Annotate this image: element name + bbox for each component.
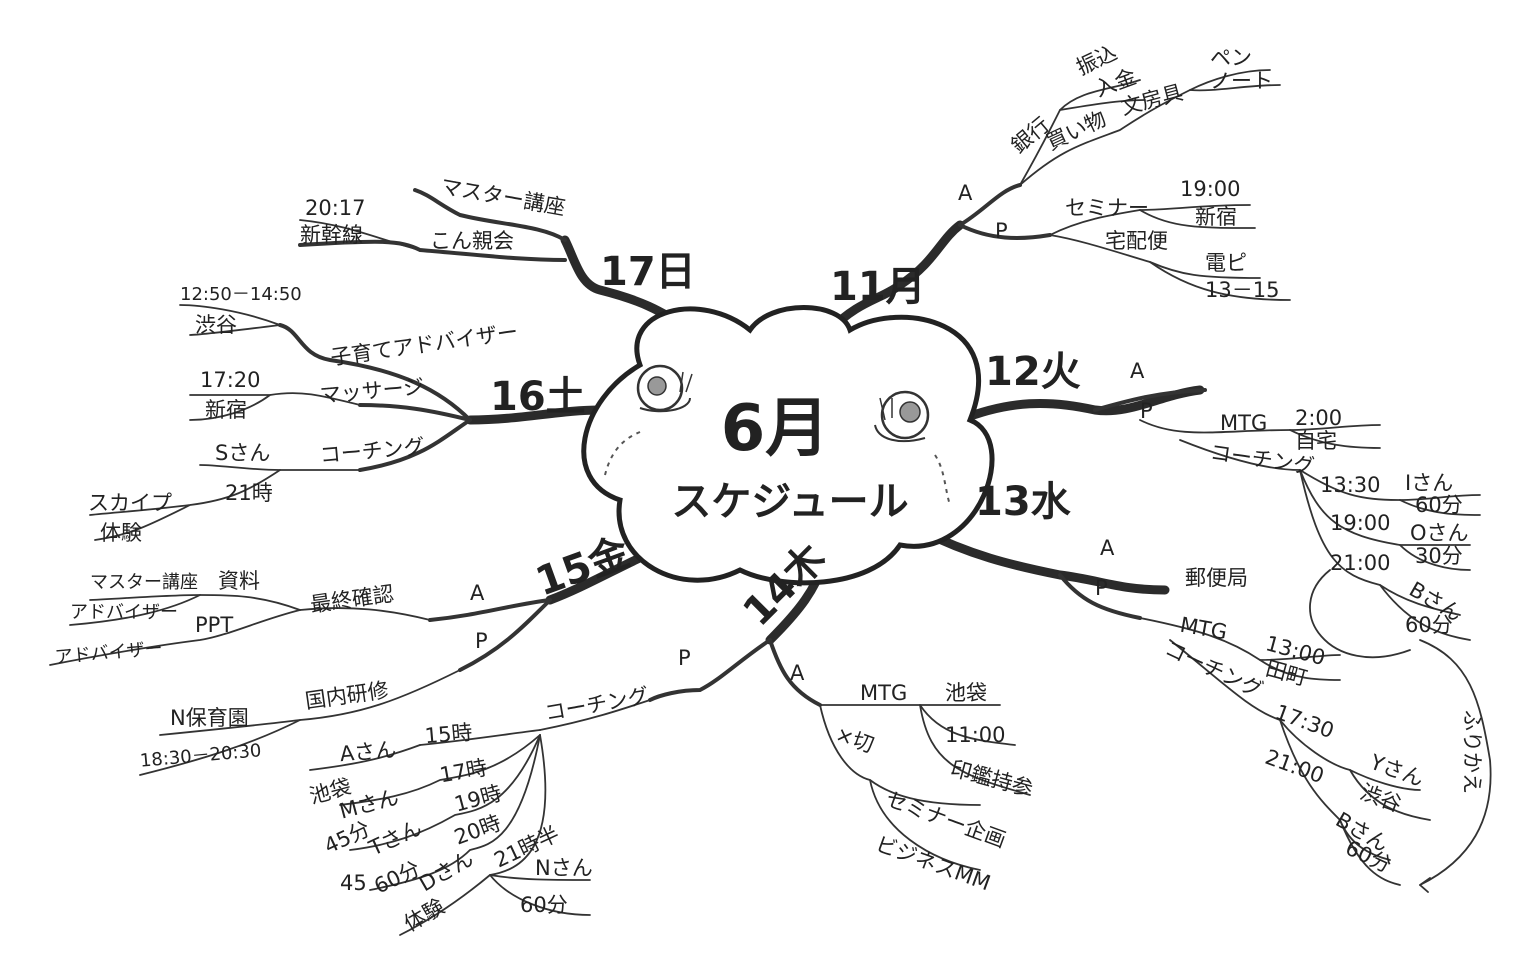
p1-14: Aさん [339,737,397,766]
branch-13 [915,525,1170,595]
day-15-branch: A P 最終確認 資料 マスター講座 アドバイザー PPT アドバイザー 国内研… [49,569,552,776]
t1-13: 17:30 [1272,700,1337,743]
day-11-label: 11月 [830,264,926,310]
pen: ペン [1210,46,1252,70]
mtg-14: MTG [860,681,907,705]
adviser-15a: アドバイザー [70,602,178,623]
day-13-label: 13水 [975,479,1072,525]
advisor-16: 子育てアドバイザー [329,320,520,370]
day-17-label: 17日 [600,249,696,295]
time2-16: 17:20 [200,368,261,392]
p5-14: Nさん [535,856,593,880]
p2-12: Oさん [1410,521,1469,545]
day-11-am: A [958,181,973,205]
t1-12: 13:30 [1320,473,1381,497]
t1-14: 15時 [424,720,474,748]
seminar-time: 19:00 [1180,177,1241,201]
m2-12: 30分 [1415,544,1463,568]
m3-12: 60分 [1405,613,1453,637]
trial-14: 体験 [400,894,448,936]
t2-13: 21:00 [1262,745,1327,788]
m4-14: 45 [340,871,367,895]
denpi: 電ピ [1205,251,1247,275]
person-16: Sさん [215,441,270,465]
mtg-14-time: 11:00 [945,723,1006,747]
m1-12: 60分 [1415,493,1463,517]
mtg-12: MTG [1220,411,1267,435]
skype-16: スカイプ [88,491,172,515]
mtg-14-place: 池袋 [945,681,987,705]
day-11-pm: P [995,219,1008,243]
party-17: こん親会 [430,229,514,253]
p1-12: Iさん [1405,471,1453,495]
place2-16: 新宿 [205,398,247,422]
mtg-13: MTG [1178,613,1229,645]
day-12-am: A [1130,359,1145,383]
delivery-time: 13－15 [1205,278,1279,302]
ppt-15: PPT [195,613,233,637]
place1-16: 渋谷 [195,313,237,337]
time-15: 18:30－20:30 [139,740,262,772]
coaching-14: コーチング [543,684,651,726]
snail-left-icon [636,364,693,413]
snail-right-icon [874,390,930,443]
seminar-place: 新宿 [1195,205,1237,229]
time-17: 20:17 [305,196,366,220]
day-13-am: A [1100,536,1115,560]
day-16-branch: 子育てアドバイザー 12:50－14:50 渋谷 マッサージ 17:20 新宿 … [88,284,519,545]
material: 資料 [218,569,260,593]
seminar: セミナー [1065,196,1149,220]
day-12-branch: A P MTG 2:00 自宅 コーチング 13:30 Iさん 60分 19:0… [1093,359,1481,659]
time3-16: 21時 [225,481,273,505]
center-cloud: 6月 スケジュール [581,305,995,586]
day-12-label: 12火 [985,349,1081,395]
cloud-shape [581,305,995,586]
day-15-am: A [470,581,485,605]
hoikuen-15: N保育園 [170,706,249,730]
t2-12: 19:00 [1330,511,1391,535]
master-course-15: マスター講座 [90,572,198,593]
shinkansen-17: 新幹線 [300,223,363,247]
note: ノート [1210,69,1273,93]
day-15-pm: P [475,629,488,653]
trial-16: 体験 [100,521,142,545]
t4-14: 20時 [451,811,504,850]
day-16-label: 16土 [490,374,586,420]
massage-16: マッサージ [319,375,425,408]
t3-12: 21:00 [1330,551,1391,575]
time1-16: 12:50－14:50 [180,284,302,305]
day-11-branch: A P 銀行 振込 入金 買い物 文房具 ペン ノート セミナー 19:00 新… [958,40,1291,302]
place1-13: 渋谷 [1357,780,1405,817]
furikae: ふりかえ [1460,710,1484,794]
coaching-13: コーチング [1161,636,1266,702]
seal: 印鑑持参 [948,756,1035,801]
day-12-pm: P [1140,399,1153,423]
day-17-branch: マスター講座 こん親会 新幹線 20:17 [298,174,567,262]
branch-16 [465,405,605,425]
m5-14: 60分 [520,893,568,917]
branch-11 [825,220,965,335]
cut: ×切 [832,722,876,758]
t2-14: 17時 [438,756,489,788]
day-14-branch: A P MTG 池袋 11:00 印鑑持参 ×切 セミナー企画 ビジネスMM コ… [307,638,1035,936]
mtg-12-place: 自宅 [1295,429,1337,453]
day-14-am: A [790,661,805,685]
delivery: 宅配便 [1105,229,1168,253]
center-subtitle: スケジュール [671,479,908,525]
postoffice: 郵便局 [1185,566,1248,590]
coaching-16: コーチング [319,435,426,468]
training-15: 国内研修 [304,678,391,713]
mtg-12-time: 2:00 [1295,406,1342,430]
day-13-pm: P [1095,576,1108,600]
day-14-pm: P [678,646,691,670]
day-15-label: 15金 [530,529,637,605]
center-title: 6月 [721,392,830,466]
p3-14: Tさん [365,815,426,860]
p4-14: Dさん [415,846,477,896]
adviser-15b: アドバイザー [54,638,163,668]
t3-14: 19時 [452,781,504,817]
